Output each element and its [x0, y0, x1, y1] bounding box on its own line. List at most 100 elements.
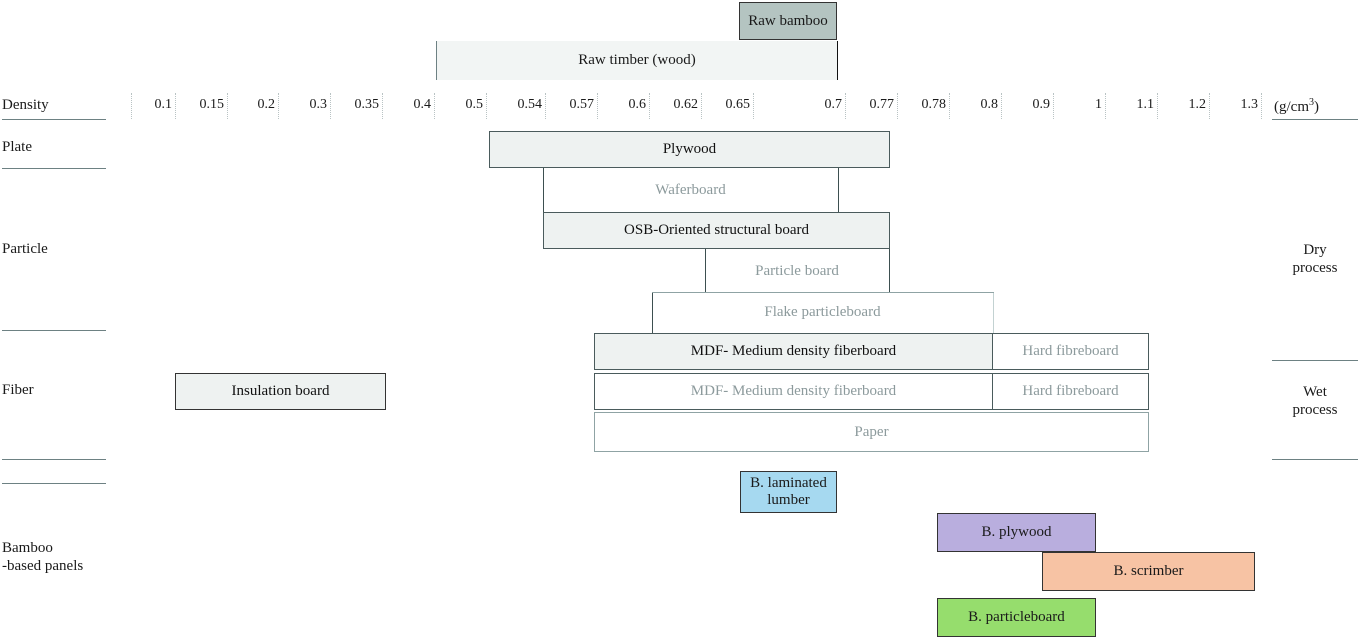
b-particleboard-box: B. particleboard — [937, 598, 1096, 637]
b-plywood-box: B. plywood — [937, 513, 1096, 552]
axis-tick-label-0-35: 0.35 — [354, 97, 380, 112]
axis-tick-label-0-6: 0.6 — [628, 97, 647, 112]
flake-right-rule — [993, 292, 994, 334]
axis-tick-label-1: 1 — [1095, 97, 1102, 112]
hard-fibreboard-dry-box: Hard fibreboard — [992, 333, 1149, 370]
b-scrimber-box: B. scrimber — [1042, 552, 1255, 591]
raw-bamboo-label: Raw bamboo — [748, 12, 828, 29]
row-label-particle: Particle — [2, 241, 48, 257]
mdf-wet-label: MDF- Medium density fiberboard — [690, 383, 897, 400]
axis-tick-rule-13 — [845, 93, 846, 119]
paper-label: Paper — [854, 423, 889, 440]
axis-tick-rule-4 — [330, 93, 331, 119]
axis-tick-label-0-4: 0.4 — [413, 97, 432, 112]
axis-tick-label-0-3: 0.3 — [309, 97, 328, 112]
particle-board-box: Particle board — [705, 252, 889, 290]
osb-label: OSB-Oriented structural board — [624, 222, 809, 239]
process-label-wet: Wet process — [1292, 384, 1338, 418]
b-laminated-lumber-box: B. laminated lumber — [740, 471, 837, 513]
axis-tick-label-1-1: 1.1 — [1136, 97, 1155, 112]
b-scrimber-label: B. scrimber — [1113, 563, 1184, 580]
b-particleboard-label: B. particleboard — [968, 609, 1065, 626]
hard-fibreboard-wet-label: Hard fibreboard — [1022, 383, 1119, 400]
b-laminated-lumber-label: B. laminated lumber — [750, 475, 827, 508]
axis-tick-rule-9 — [597, 93, 598, 119]
flake-particleboard-box: Flake particleboard — [652, 293, 993, 331]
mdf-dry-label: MDF- Medium density fiberboard — [690, 343, 897, 360]
axis-tick-rule-21 — [1261, 93, 1262, 119]
axis-tick-rule-2 — [227, 93, 228, 119]
axis-tick-rule-7 — [486, 93, 487, 119]
mdf-dry-box: MDF- Medium density fiberboard — [594, 333, 993, 370]
axis-tick-rule-10 — [649, 93, 650, 119]
row-label-bamboo: Bamboo -based panels — [2, 540, 84, 574]
axis-tick-rule-17 — [1053, 93, 1054, 119]
waferboard-box: Waferboard — [543, 171, 838, 209]
divider-fiber — [2, 459, 106, 460]
row-label-plate: Plate — [2, 139, 32, 155]
axis-tick-rule-3 — [278, 93, 279, 119]
axis-tick-rule-20 — [1209, 93, 1210, 119]
axis-tick-label-0-65: 0.65 — [725, 97, 751, 112]
waferboard-label: Waferboard — [655, 181, 726, 198]
process-label-dry: Dry process — [1292, 242, 1338, 276]
mdf-wet-box: MDF- Medium density fiberboard — [594, 373, 993, 410]
axis-tick-rule-1 — [175, 93, 176, 119]
axis-tick-rule-15 — [949, 93, 950, 119]
particle-board-right-rule — [889, 249, 890, 293]
axis-tick-label-1-3: 1.3 — [1240, 97, 1259, 112]
osb-box: OSB-Oriented structural board — [543, 212, 890, 249]
divider-plate — [2, 168, 106, 169]
axis-tick-label-0-9: 0.9 — [1032, 97, 1051, 112]
b-plywood-label: B. plywood — [981, 524, 1052, 541]
axis-tick-rule-0 — [131, 93, 132, 119]
axis-tick-rule-18 — [1105, 93, 1106, 119]
row-label-fiber: Fiber — [2, 382, 34, 398]
particle-board-label: Particle board — [755, 262, 839, 279]
insulation-board-label: Insulation board — [231, 383, 330, 400]
raw-timber-label: Raw timber (wood) — [578, 52, 696, 69]
axis-tick-rule-19 — [1157, 93, 1158, 119]
plywood-label: Plywood — [662, 141, 717, 158]
axis-tick-label-0-77: 0.77 — [869, 97, 895, 112]
axis-tick-label-0-15: 0.15 — [199, 97, 225, 112]
divider-dry-process — [1272, 360, 1358, 361]
axis-tick-label-0-78: 0.78 — [921, 97, 947, 112]
axis-tick-label-0-57: 0.57 — [569, 97, 595, 112]
raw-timber-box: Raw timber (wood) — [436, 41, 838, 80]
axis-tick-rule-12 — [753, 93, 754, 119]
axis-tick-label-0-7: 0.7 — [824, 97, 843, 112]
divider-particle — [2, 330, 106, 331]
density-unit-underline — [1272, 119, 1358, 120]
axis-tick-rule-14 — [897, 93, 898, 119]
axis-tick-label-0-5: 0.5 — [465, 97, 484, 112]
flake-top-rule — [652, 292, 994, 293]
plywood-box: Plywood — [489, 131, 890, 168]
axis-tick-rule-8 — [545, 93, 546, 119]
axis-tick-rule-11 — [701, 93, 702, 119]
flake-left-rule — [652, 292, 653, 334]
paper-box: Paper — [594, 412, 1149, 452]
hard-fibreboard-dry-label: Hard fibreboard — [1022, 343, 1119, 360]
hard-fibreboard-wet-box: Hard fibreboard — [992, 373, 1149, 410]
axis-tick-rule-5 — [382, 93, 383, 119]
divider-wet-process — [1272, 459, 1358, 460]
raw-bamboo-box: Raw bamboo — [739, 2, 837, 40]
waferboard-left-rule — [543, 168, 544, 212]
axis-tick-label-0-2: 0.2 — [257, 97, 276, 112]
axis-tick-label-0-8: 0.8 — [980, 97, 999, 112]
divider-fiber-2 — [2, 483, 106, 484]
axis-tick-label-0-62: 0.62 — [673, 97, 699, 112]
particle-board-left-rule — [705, 249, 706, 293]
axis-tick-rule-6 — [434, 93, 435, 119]
density-axis-title: Density — [2, 97, 49, 113]
density-title-underline — [2, 119, 106, 120]
flake-particleboard-label: Flake particleboard — [764, 303, 881, 320]
insulation-board-box: Insulation board — [175, 373, 386, 410]
density-unit-label: (g/cm3) — [1274, 97, 1319, 115]
waferboard-right-rule — [838, 168, 839, 212]
axis-tick-label-0-1: 0.1 — [154, 97, 173, 112]
axis-tick-label-0-54: 0.54 — [517, 97, 543, 112]
axis-tick-rule-16 — [1001, 93, 1002, 119]
